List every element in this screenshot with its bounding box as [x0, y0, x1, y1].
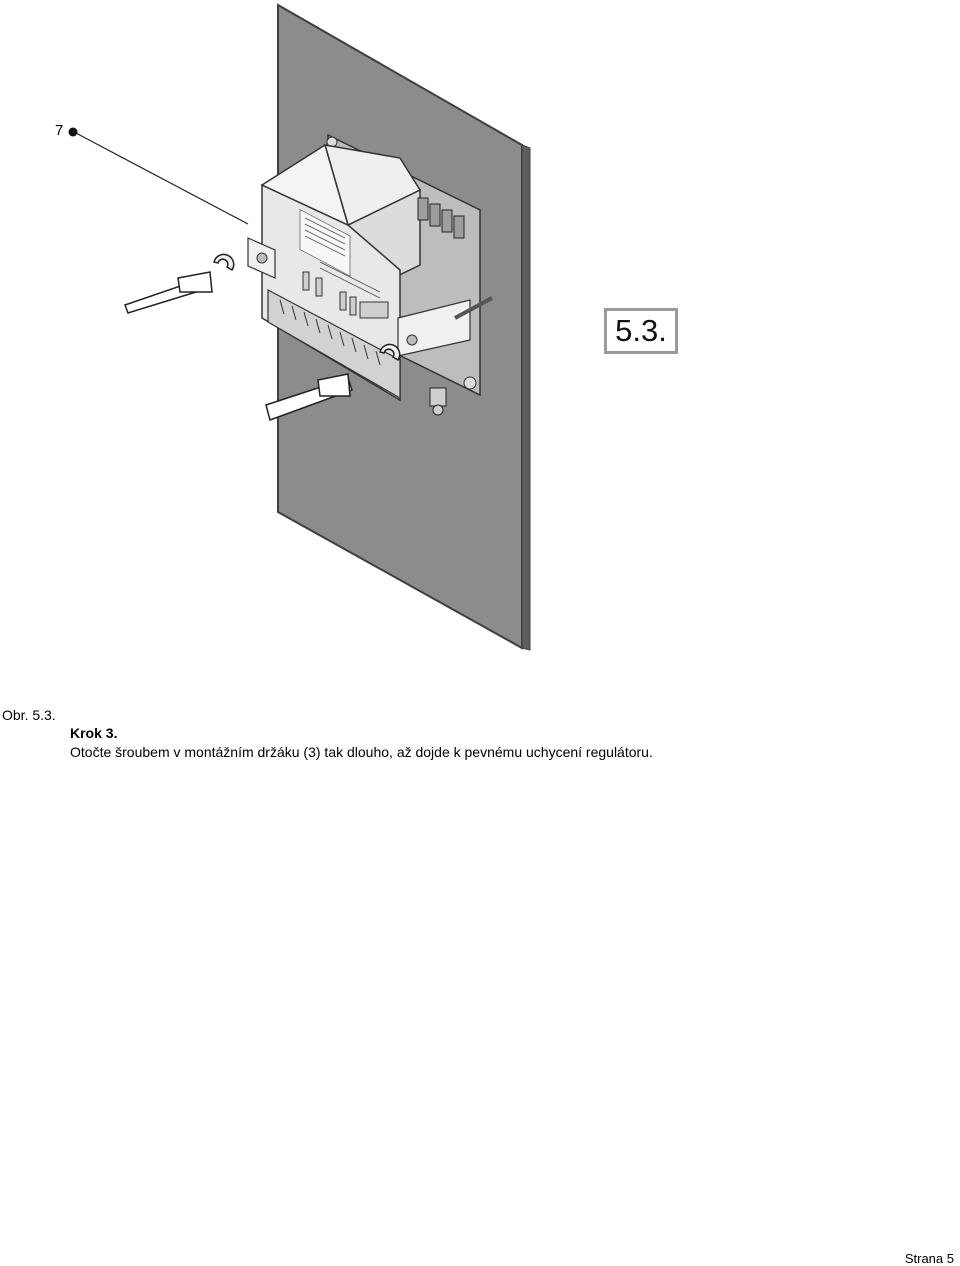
callout-leader-line: [73, 131, 249, 225]
step-title: Krok 3.: [70, 725, 118, 741]
screwdriver-lower: [265, 373, 353, 421]
terminal-slots: [279, 299, 381, 366]
bracket-screw-bottom: [463, 376, 477, 390]
bottom-connector: [429, 387, 447, 416]
instruction-text: Otočte šroubem v montážním držáku (3) ta…: [70, 744, 653, 760]
rotate-clip-right: [379, 343, 401, 362]
rotate-clip-left: [213, 253, 235, 272]
device-top-face: [260, 143, 350, 227]
right-rod: [454, 296, 493, 320]
screwdriver-upper: [124, 271, 213, 314]
callout-number: 7: [55, 122, 64, 139]
figure-caption-label: Obr. 5.3.: [2, 707, 56, 723]
figure-badge: 5.3.: [604, 308, 678, 354]
left-mount-screw: [256, 252, 268, 264]
callout-dot: [68, 127, 78, 137]
installation-figure: 7 5.3.: [55, 3, 678, 651]
page-number: Strana 5: [904, 1251, 954, 1266]
terminal-strip: [267, 289, 401, 400]
wall-plate-edge: [521, 144, 531, 651]
device-components: [302, 271, 389, 319]
mounting-illustration: [68, 3, 531, 651]
right-mount-screw: [406, 334, 418, 346]
top-connector-block: [417, 197, 465, 239]
device-text-lines: [304, 217, 381, 299]
device-label-area: [299, 208, 351, 277]
